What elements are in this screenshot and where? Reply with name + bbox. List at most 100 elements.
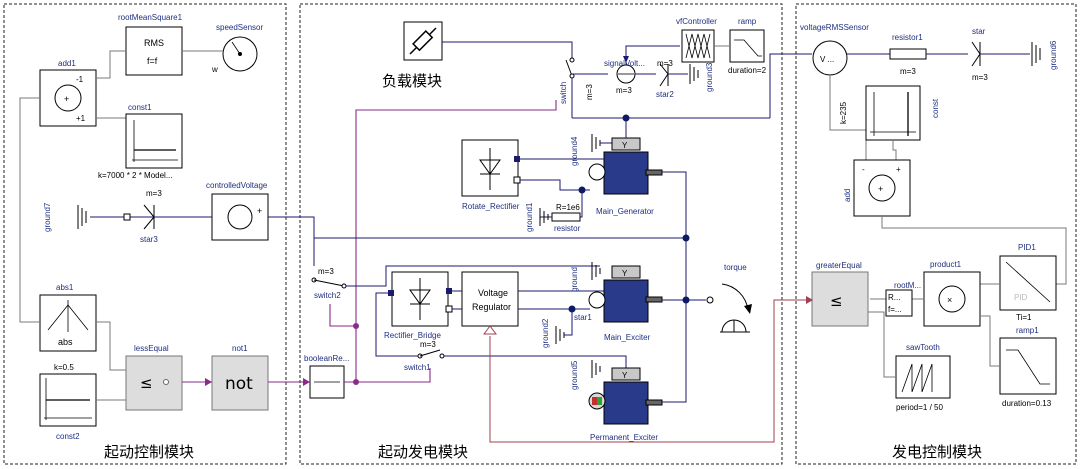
voltage-regulator-block[interactable] bbox=[461, 271, 519, 327]
ramp-block[interactable] bbox=[729, 29, 765, 63]
const1-block[interactable] bbox=[125, 113, 183, 169]
section-title-start-generate: 起动发电模块 bbox=[378, 443, 468, 461]
wire-rr-gen2 bbox=[520, 179, 590, 191]
torque-arrow bbox=[744, 304, 752, 314]
resistor-load-icon bbox=[409, 27, 437, 55]
wire-sw1-perm bbox=[444, 355, 627, 368]
rms1-block[interactable] bbox=[125, 26, 183, 76]
star3-m3: m=3 bbox=[146, 189, 162, 198]
rootm-block[interactable] bbox=[885, 289, 913, 317]
controlled-voltage-plus: + bbox=[257, 206, 262, 216]
arrow-le-not bbox=[205, 378, 212, 386]
wire-add1-abs1 bbox=[19, 97, 40, 323]
main-gen-y: Y bbox=[622, 141, 628, 150]
switch1-icon[interactable] bbox=[417, 349, 445, 359]
speed-sensor-hub bbox=[238, 52, 242, 56]
bool-junction bbox=[353, 379, 359, 385]
junction-bus bbox=[682, 234, 690, 242]
main-generator-icon[interactable] bbox=[603, 151, 649, 195]
less-equal-label: lessEqual bbox=[134, 344, 169, 353]
resistor-icon[interactable] bbox=[551, 212, 581, 222]
ramp-label: ramp bbox=[738, 17, 757, 26]
less-equal-symbol: ≤ bbox=[140, 374, 153, 392]
speed-sensor-needle bbox=[231, 41, 241, 55]
vr-input-arrow bbox=[483, 325, 497, 335]
ground1-label: ground1 bbox=[525, 202, 534, 232]
ground6-icon bbox=[1031, 42, 1041, 66]
switch-icon[interactable] bbox=[565, 57, 575, 79]
perm-exc-shaft bbox=[645, 399, 663, 406]
wire-bool-switch1 bbox=[356, 368, 431, 383]
ground4-label: ground4 bbox=[570, 136, 579, 166]
rb-port1 bbox=[388, 290, 394, 296]
add1-plus: + bbox=[64, 94, 69, 104]
star1-label: star1 bbox=[574, 313, 592, 322]
vr-line1: Voltage bbox=[478, 288, 508, 298]
main-exc-shaft bbox=[645, 296, 663, 303]
add-label: add bbox=[843, 189, 852, 202]
ground4-icon bbox=[591, 134, 601, 152]
wire-rms-add1 bbox=[96, 50, 126, 79]
rootm-r: R... bbox=[888, 293, 900, 302]
boolean-re-label: booleanRe... bbox=[304, 354, 349, 363]
diode-icon bbox=[479, 148, 501, 190]
const-k235: k=235 bbox=[839, 101, 848, 124]
signal-volt-label: signalVolt... bbox=[604, 59, 645, 68]
star2-icon[interactable] bbox=[659, 63, 669, 87]
sawtooth-graph bbox=[901, 363, 933, 393]
vrms-sensor-label: voltageRMSSensor bbox=[800, 23, 869, 32]
main-exciter-icon[interactable] bbox=[603, 279, 649, 323]
product1-circle bbox=[938, 285, 966, 313]
section-title-start-control: 起动控制模块 bbox=[104, 443, 194, 461]
rms1-text: RMS bbox=[144, 38, 164, 48]
wire-const-add bbox=[892, 140, 897, 160]
const-label: const bbox=[931, 98, 940, 118]
perm-exc-head bbox=[611, 367, 641, 381]
controlled-voltage-source-icon bbox=[227, 204, 253, 230]
rectifier-bridge-label: Rectifier_Bridge bbox=[384, 331, 441, 340]
greater-equal-block[interactable] bbox=[811, 271, 869, 327]
star3-icon[interactable] bbox=[143, 204, 155, 230]
rotate-rectifier-label: Rotate_Rectifier bbox=[462, 202, 520, 211]
torque-port bbox=[706, 296, 714, 304]
const-block[interactable] bbox=[865, 85, 921, 141]
ground-icon bbox=[591, 262, 601, 280]
add1-label: add1 bbox=[58, 59, 76, 68]
less-equal-block[interactable] bbox=[125, 355, 183, 411]
main-exc-sensor-icon bbox=[588, 291, 606, 309]
star2-m3: m=3 bbox=[657, 59, 673, 68]
main-gen-sensor-icon bbox=[588, 163, 606, 181]
sawtooth-block[interactable] bbox=[895, 355, 951, 399]
start-generate-section bbox=[299, 3, 783, 465]
start-control-section bbox=[3, 3, 287, 465]
permanent-exciter-icon[interactable] bbox=[603, 381, 649, 425]
wire-vrms-add bbox=[829, 75, 867, 160]
not1-label: not1 bbox=[232, 344, 248, 353]
wire-res-gen bbox=[580, 190, 583, 218]
ground-label: ground bbox=[570, 267, 579, 292]
switch2-icon[interactable] bbox=[311, 277, 347, 289]
main-gen-shaft bbox=[645, 169, 663, 176]
wire-sw2-exciter bbox=[346, 265, 600, 287]
wire-ramp1-prod bbox=[980, 315, 1000, 367]
not1-text: not bbox=[225, 374, 253, 394]
ground1-icon bbox=[539, 208, 549, 226]
vf-controller-graph bbox=[685, 33, 711, 59]
star3-label: star3 bbox=[140, 235, 158, 244]
rb-port2 bbox=[446, 288, 452, 294]
ramp1-duration: duration=0.13 bbox=[1002, 399, 1052, 408]
rootm-f: f=... bbox=[888, 305, 902, 314]
wire-saw-ge bbox=[868, 311, 896, 378]
gen-control-section bbox=[795, 3, 1077, 465]
abs1-text: abs bbox=[58, 337, 73, 347]
wire-abs1-le bbox=[96, 321, 126, 371]
permanent-exciter-label: Permanent_Exciter bbox=[590, 433, 658, 442]
resistor1-label: resistor1 bbox=[892, 33, 923, 42]
main-exc-y: Y bbox=[622, 269, 628, 278]
pid1-graph bbox=[1005, 261, 1051, 303]
not1-block[interactable] bbox=[211, 355, 269, 411]
star-icon[interactable] bbox=[971, 41, 981, 67]
product1-block[interactable] bbox=[923, 271, 981, 327]
resistor1-icon[interactable] bbox=[889, 48, 927, 60]
